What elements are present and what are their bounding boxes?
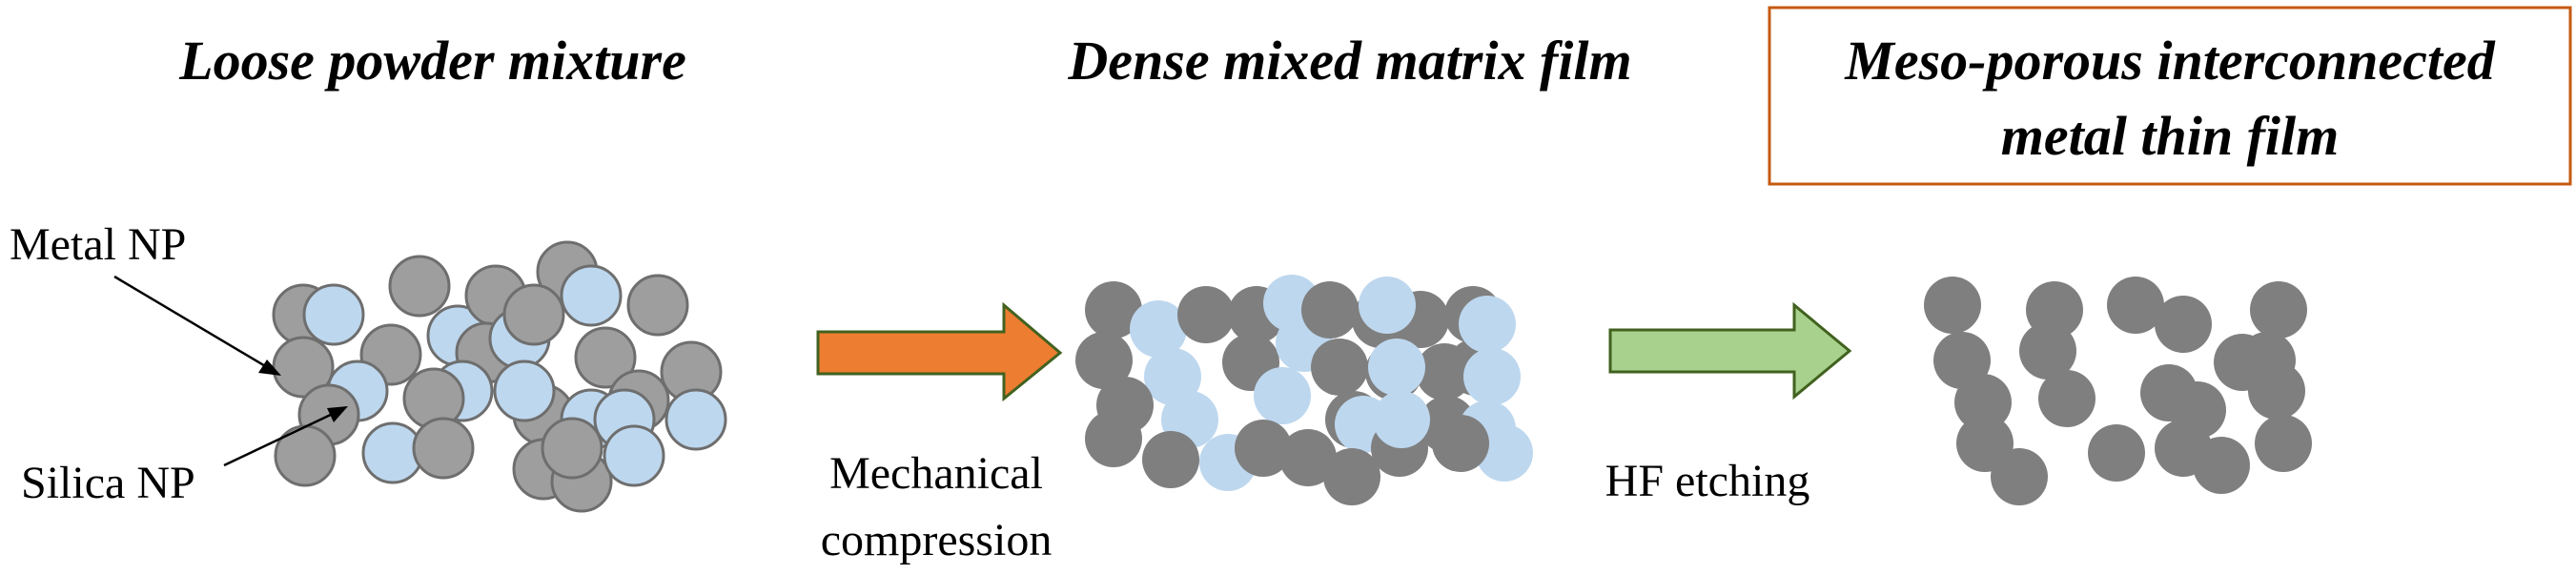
- step-2-label: HF etching: [1605, 456, 1810, 506]
- silica-particle: [1459, 296, 1516, 353]
- metal-particle: [1311, 339, 1368, 396]
- step-1-label-line-1: Mechanical: [829, 448, 1043, 499]
- metal-np-pointer: [113, 275, 268, 369]
- silica-particle: [493, 359, 556, 422]
- metal-particle: [1235, 420, 1292, 477]
- highlight-box: [1768, 6, 2572, 186]
- metal-particle: [1075, 332, 1133, 389]
- metal-particle: [2019, 322, 2076, 380]
- metal-np-label: Metal NP: [10, 219, 186, 270]
- silica-particle: [1130, 300, 1187, 358]
- metal-np-pointer-head: [258, 359, 281, 376]
- metal-particle: [541, 417, 603, 480]
- silica-particle: [560, 264, 623, 327]
- silica-np-pointer: [223, 410, 337, 467]
- silica-particle: [1359, 277, 1416, 334]
- metal-particle: [2255, 415, 2312, 472]
- metal-particle: [574, 326, 637, 389]
- silica-particle: [664, 388, 727, 451]
- etching-arrow: [1608, 301, 1852, 400]
- stage-1-title: Loose powder mixture: [178, 30, 686, 92]
- metal-particle: [1142, 431, 1199, 488]
- metal-particle: [2193, 437, 2250, 494]
- metal-particle: [1323, 448, 1380, 505]
- loose-powder-cluster: [272, 240, 727, 513]
- silica-particle: [1368, 339, 1425, 396]
- dense-film-cluster: [1075, 275, 1533, 505]
- stage-2-title: Dense mixed matrix film: [1067, 30, 1631, 92]
- metal-particle: [502, 283, 565, 346]
- silica-particle: [1463, 348, 1521, 405]
- silica-particle: [1144, 348, 1201, 405]
- metal-particle: [2248, 362, 2305, 420]
- silica-particle: [1476, 424, 1533, 482]
- metal-particle: [274, 424, 337, 487]
- metal-particle: [1085, 281, 1142, 339]
- metal-particle: [1991, 448, 2048, 505]
- metal-particle: [2038, 370, 2096, 427]
- metal-particle: [1954, 374, 2012, 431]
- metal-particle: [1432, 415, 1489, 472]
- compression-arrow: [816, 301, 1063, 402]
- metal-particle: [1924, 277, 1981, 334]
- silica-particle: [1254, 367, 1311, 424]
- metal-particle: [1279, 429, 1337, 486]
- stage-3-title-line-2: metal thin film: [2001, 105, 2340, 167]
- metal-particle: [2088, 424, 2145, 482]
- metal-particle: [412, 417, 475, 480]
- step-1-label-line-2: compression: [821, 515, 1053, 565]
- silica-np-pointer-head: [327, 406, 348, 422]
- silica-particle: [1373, 391, 1430, 448]
- metal-particle: [1085, 410, 1142, 467]
- metal-particle: [1177, 286, 1235, 343]
- porous-metal-cluster: [1924, 277, 2312, 505]
- metal-particle: [1301, 281, 1359, 339]
- metal-particle: [2155, 296, 2212, 353]
- stage-3-title-line-1: Meso-porous interconnected: [1844, 30, 2496, 92]
- silica-particle: [603, 424, 665, 487]
- metal-particle: [388, 255, 451, 318]
- silica-particle: [302, 283, 365, 346]
- metal-particle: [2107, 277, 2164, 334]
- silica-np-label: Silica NP: [21, 458, 195, 508]
- metal-particle: [626, 274, 689, 337]
- metal-particle: [2250, 281, 2307, 339]
